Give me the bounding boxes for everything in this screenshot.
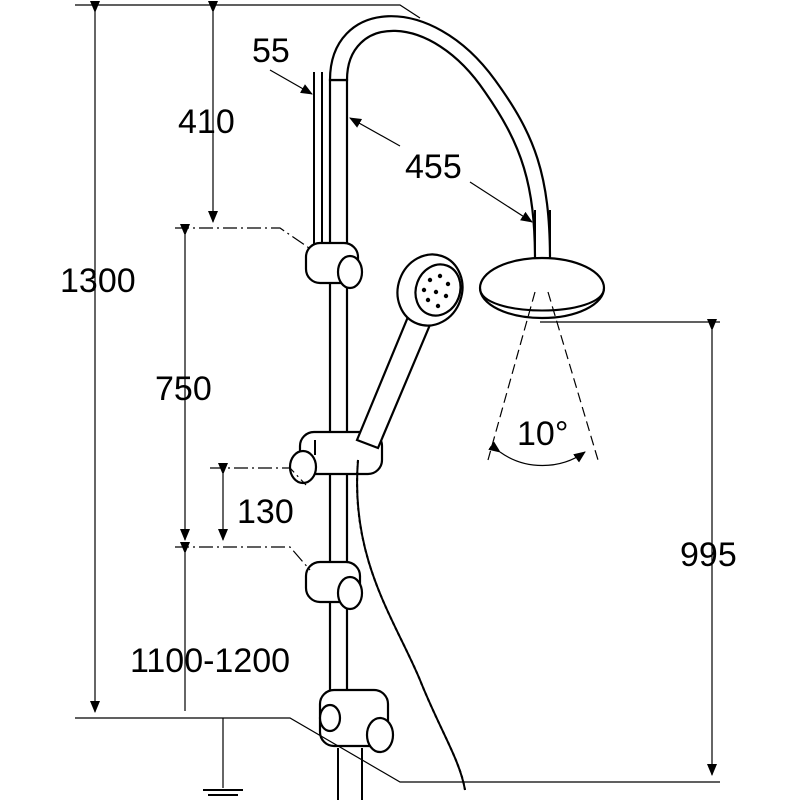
upper-holder xyxy=(304,241,364,290)
hose xyxy=(337,459,466,800)
label-holder-spacing: 750 xyxy=(155,370,212,408)
label-spray-angle: 10° xyxy=(517,415,568,453)
label-head-height: 995 xyxy=(680,536,737,574)
dimension-lines xyxy=(75,1,720,796)
shower-hardware xyxy=(288,15,606,800)
side-pipe xyxy=(313,72,323,250)
label-total-height: 1300 xyxy=(60,262,136,300)
overhead-arm xyxy=(328,15,552,262)
label-small-spacing: 130 xyxy=(237,493,294,531)
overhead-shower-head xyxy=(478,256,606,320)
hand-shower xyxy=(355,253,464,450)
bottom-connector xyxy=(318,688,395,754)
riser-rail xyxy=(328,78,349,717)
dimension-labels: 1300 410 55 455 750 130 1100-1200 995 10… xyxy=(60,32,737,680)
label-arm-reach: 455 xyxy=(405,148,462,186)
label-pipe-spacing: 55 xyxy=(252,32,290,70)
label-mount-height: 1100-1200 xyxy=(130,642,290,680)
lower-holder xyxy=(304,560,364,611)
label-top-offset: 410 xyxy=(178,103,235,141)
